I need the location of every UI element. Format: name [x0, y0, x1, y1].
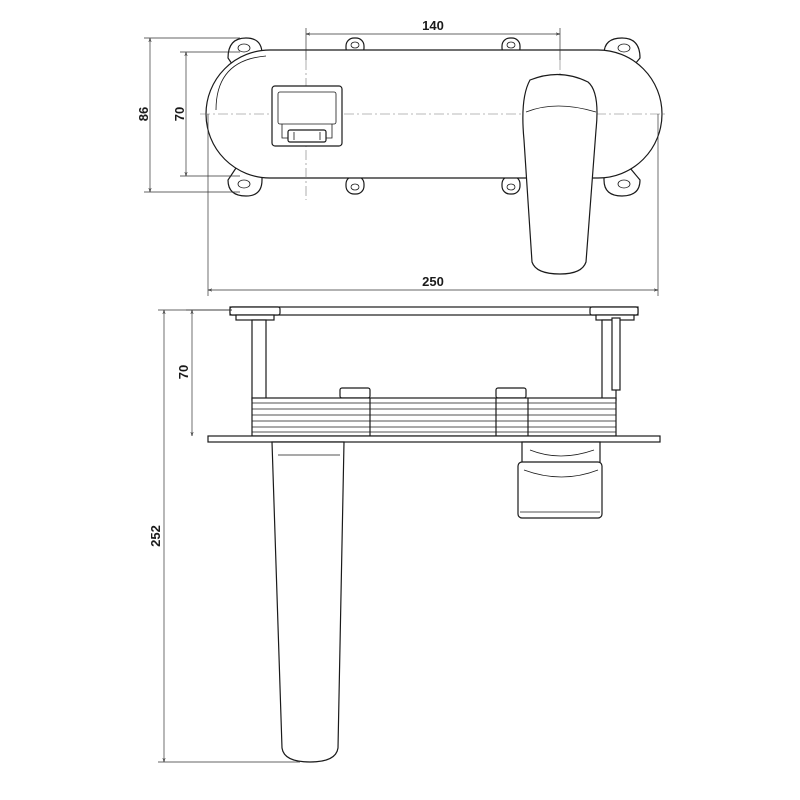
ring-tab-bottom-1 [345, 175, 365, 195]
spout-side [271, 441, 345, 763]
lever-handle-side [517, 441, 603, 519]
cover-plate-side [207, 435, 661, 443]
lever-handle-top [522, 73, 598, 275]
side-view-dimensions: 70 252 [148, 309, 300, 763]
side-view [207, 306, 661, 763]
top-view-dimensions: 140 86 70 250 [136, 18, 659, 296]
top-view [200, 37, 668, 275]
dim-252-label: 252 [148, 525, 163, 547]
spout-outlet-top [271, 85, 343, 147]
support-post-left [251, 319, 267, 401]
dim-70-side-label: 70 [176, 365, 191, 379]
dim-86-label: 86 [136, 107, 151, 121]
dim-70-top-label: 70 [172, 107, 187, 121]
dim-250-label: 250 [422, 274, 444, 289]
dim-140-label: 140 [422, 18, 444, 33]
valve-body-ribbed [251, 397, 617, 437]
mounting-bar-side [229, 306, 639, 316]
ring-tab-bottom-2 [501, 175, 521, 195]
